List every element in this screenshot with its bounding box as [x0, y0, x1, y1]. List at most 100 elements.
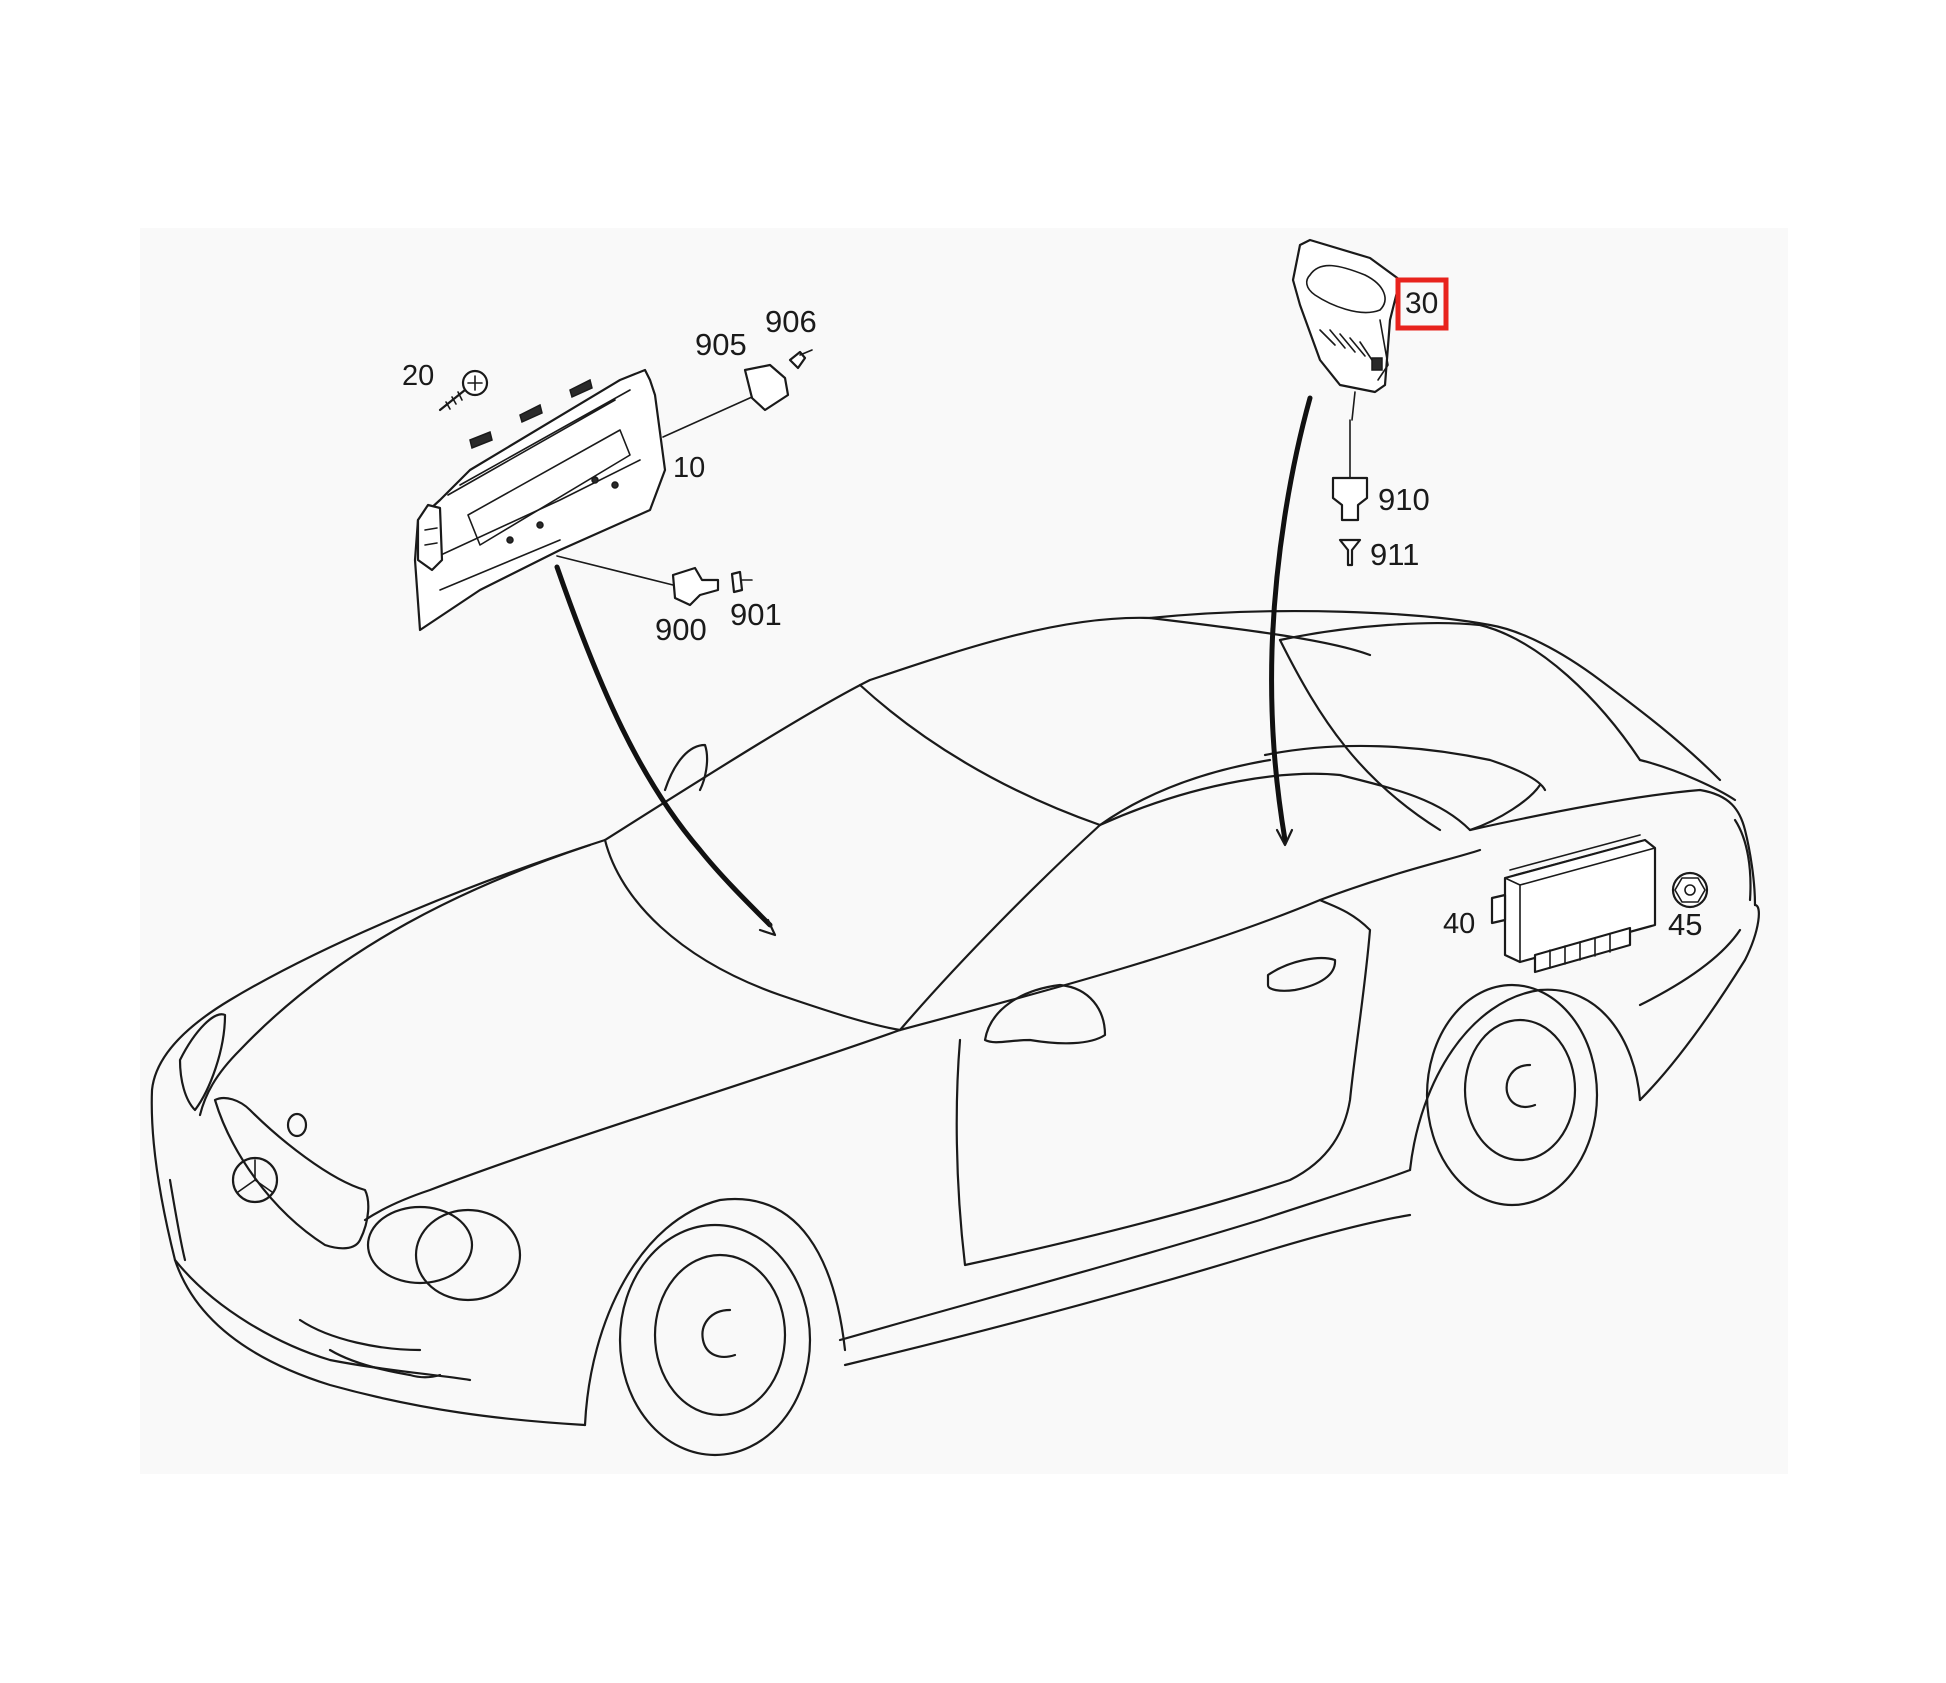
arrow-to-dashboard-head [758, 918, 777, 937]
label-905: 905 [695, 327, 747, 362]
car-emblem-star [237, 1159, 273, 1193]
bulb-906-stem [799, 349, 813, 356]
car-fender-lower [168, 1178, 187, 1262]
module-40-connectors [1533, 926, 1632, 974]
screw-20 [438, 369, 489, 412]
car-emblem [231, 1156, 279, 1204]
car-hood-ornament [286, 1112, 308, 1138]
arrow-to-roof-head [1275, 828, 1294, 847]
label-911: 911 [1370, 537, 1419, 572]
bulb-socket-900 [556, 555, 720, 607]
car-rear-deck [1468, 788, 1757, 907]
arrow-to-dashboard [554, 564, 773, 928]
cluster-side-clip [416, 503, 444, 572]
bulb-901-body [730, 570, 744, 594]
label-910: 910 [1378, 482, 1430, 517]
label-45: 45 [1668, 907, 1702, 942]
cluster-dot-2 [536, 521, 544, 529]
bulb-socket-905 [662, 363, 790, 438]
car-rear-wheel-rim [1463, 1018, 1577, 1162]
car-hood-to-fender [363, 1028, 902, 1222]
highlight-30 [1395, 277, 1449, 331]
car-roof-front [1148, 609, 1722, 782]
overhead-unit-recess [1305, 264, 1386, 314]
car-rear-end [1638, 903, 1760, 1102]
cluster-screen [467, 429, 631, 546]
car-front-vent [328, 1348, 442, 1379]
overhead-control-unit [1291, 238, 1402, 421]
nut-45-hex [1674, 877, 1706, 903]
car-outline [150, 609, 1760, 1457]
car-rear-wheel-hub [1505, 1063, 1537, 1109]
bulb-911 [1338, 538, 1362, 567]
car-rocker-lower [843, 1213, 1412, 1367]
overhead-unit-side [1377, 319, 1389, 381]
bulb-911-body [1338, 538, 1362, 567]
car-hood-side-line [198, 843, 592, 1117]
arrow-to-roof [1269, 395, 1313, 843]
cluster-dot-3 [591, 476, 599, 484]
car-grille [213, 1096, 370, 1250]
car-rear-top-edge [1638, 758, 1737, 802]
car-side-mirror [983, 983, 1107, 1045]
part-labels: 10 20 905 906 900 901 30 910 911 40 45 [402, 277, 1702, 942]
screw-threads [445, 391, 463, 410]
cluster-tabs [469, 378, 593, 450]
car-front-wheel [618, 1223, 812, 1457]
car-front-bumper [173, 1258, 472, 1382]
cluster-lower-lines [429, 459, 641, 591]
bulb-906 [788, 349, 813, 370]
car-roof-back-line [1263, 744, 1547, 792]
socket-900-body [671, 566, 720, 607]
cluster-top-ridge [447, 389, 631, 496]
arrows [554, 395, 1313, 937]
module-40-top [1504, 847, 1656, 963]
socket-905-body [743, 363, 790, 412]
bulb-906-body [788, 350, 807, 370]
car-headlight-inner [414, 1208, 522, 1302]
overhead-unit-grill [1319, 329, 1373, 361]
car-front-wheel-rim [653, 1253, 787, 1417]
overhead-unit-body [1291, 238, 1402, 394]
cluster-clip-detail [424, 527, 438, 546]
module-40-tab [1490, 893, 1507, 925]
label-906: 906 [765, 304, 817, 339]
car-rocker [838, 1168, 1412, 1342]
label-20: 20 [402, 360, 434, 392]
car-windshield [603, 616, 1372, 842]
screw-cross [467, 375, 483, 391]
car-front-fender [583, 1197, 847, 1427]
car-rear-bumper [1638, 818, 1752, 1007]
screw-shaft [438, 388, 467, 412]
car-windshield-top [858, 683, 1102, 827]
module-40-ridges [1509, 834, 1646, 876]
car-hood-front-edge [150, 838, 607, 1427]
label-901: 901 [730, 597, 782, 632]
car-headlight-outer [366, 1205, 474, 1285]
car-rear-wheel [1425, 983, 1599, 1207]
label-10: 10 [673, 452, 705, 484]
car-door-handle [1266, 957, 1337, 992]
car-front-wheel-hub [701, 1308, 737, 1358]
car-hood-crease [603, 838, 902, 1032]
overhead-unit-tab [1371, 357, 1383, 371]
socket-905-line [662, 396, 753, 438]
label-30: 30 [1405, 287, 1438, 320]
label-900: 900 [655, 612, 707, 647]
control-module-40 [1490, 834, 1657, 974]
socket-910-body [1331, 476, 1369, 522]
car-door [955, 898, 1372, 1267]
car-left-headlight [178, 1013, 227, 1112]
bulb-901 [730, 570, 753, 594]
module-40-pins [1549, 933, 1611, 969]
nut-45 [1671, 871, 1709, 909]
label-40: 40 [1443, 908, 1475, 940]
cluster-dot-1 [506, 536, 514, 544]
nut-45-hole [1684, 884, 1696, 896]
bulb-socket-910 [1331, 476, 1369, 522]
diagram-panel [140, 228, 1788, 1474]
socket-900-line [556, 555, 674, 586]
car-roof-top [1278, 622, 1642, 762]
nut-45-outer [1671, 871, 1709, 909]
